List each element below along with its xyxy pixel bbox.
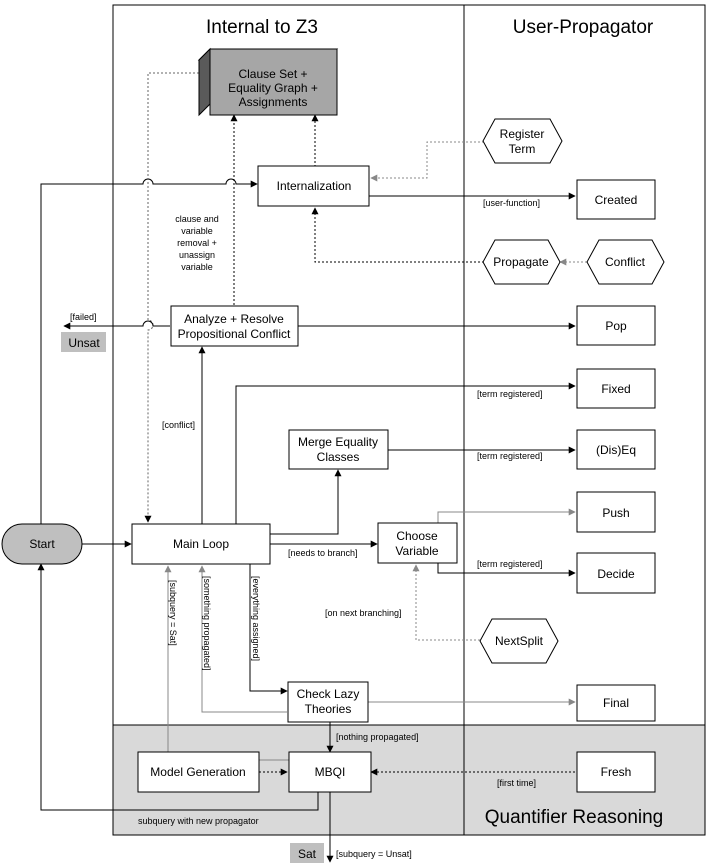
edge-mainloop-merge <box>270 469 342 535</box>
choose-variable-node: Choose Variable <box>377 522 458 564</box>
decide-label: Decide <box>597 567 635 581</box>
push-node: Push <box>576 491 656 533</box>
edge-checklazy-mainloop <box>198 565 287 713</box>
conflict-edge-label: [conflict] <box>162 420 195 430</box>
choose-line2: Variable <box>395 544 438 558</box>
mbqi-label: MBQI <box>315 765 346 779</box>
check-lazy-node: Check Lazy Theories <box>287 681 369 723</box>
nothing-propagated-label: [nothing propagated] <box>336 732 419 742</box>
edge-nextsplit-choose <box>412 564 480 641</box>
model-generation-label: Model Generation <box>150 765 245 779</box>
internalization-label: Internalization <box>277 179 352 193</box>
unsat-node: Unsat <box>61 332 106 352</box>
clause-set-node: Clause Set + Equality Graph + Assignment… <box>197 47 339 117</box>
edge-mainloop-fixed <box>235 382 576 524</box>
check-lazy-line1: Check Lazy <box>297 687 360 701</box>
model-generation-node: Model Generation <box>137 751 260 793</box>
edge-mbqi-start <box>37 563 319 811</box>
everything-assigned-label: [everything assigned] <box>251 576 261 661</box>
clause-removal-label: clause and variable removal + unassign v… <box>166 212 228 274</box>
clause-removal-line1: clause and <box>175 214 219 224</box>
something-propagated-label: [something propagated] <box>202 576 212 671</box>
diseq-node: (Dis)Eq <box>576 429 656 470</box>
edge-choose-push <box>437 508 576 530</box>
subquery-unsat-label: [subquery = Unsat] <box>336 849 412 859</box>
fresh-label: Fresh <box>601 765 632 779</box>
main-loop-label: Main Loop <box>173 537 229 551</box>
register-term-line1: Register <box>500 127 545 141</box>
term-registered-decide-label: [term registered] <box>477 559 543 569</box>
nextsplit-node: NextSplit <box>479 618 559 664</box>
edge-choose-decide <box>437 560 576 577</box>
first-time-label: [first time] <box>497 778 536 788</box>
subquery-new-propagator-label: subquery with new propagator <box>138 816 259 826</box>
start-label: Start <box>29 537 55 551</box>
term-registered-eq-label: [term registered] <box>477 451 543 461</box>
clause-removal-line3: removal + <box>177 238 217 248</box>
user-propagator-panel <box>463 4 706 836</box>
register-term-line2: Term <box>509 142 536 156</box>
internalization-node: Internalization <box>257 165 370 207</box>
main-loop-node: Main Loop <box>131 523 271 565</box>
conflict-node: Conflict <box>586 239 665 285</box>
propagate-node: Propagate <box>482 239 561 285</box>
push-label: Push <box>602 506 629 520</box>
check-lazy-line2: Theories <box>305 702 352 716</box>
conflict-label: Conflict <box>605 255 646 269</box>
analyze-line2: Propositional Conflict <box>178 327 291 341</box>
diseq-label: (Dis)Eq <box>596 443 636 457</box>
quantifier-reasoning-title: Quantifier Reasoning <box>485 807 664 828</box>
mbqi-node: MBQI <box>288 751 372 793</box>
edge-register-internalization <box>370 141 484 182</box>
failed-label: [failed] <box>70 312 97 322</box>
choose-line1: Choose <box>396 529 438 543</box>
fresh-node: Fresh <box>576 751 656 793</box>
needs-to-branch-label: [needs to branch] <box>288 548 358 558</box>
final-label: Final <box>603 696 629 710</box>
nextsplit-label: NextSplit <box>495 634 544 648</box>
clause-set-line3: Assignments <box>239 95 308 109</box>
decide-node: Decide <box>576 552 656 594</box>
sat-node: Sat <box>290 843 324 863</box>
clause-removal-line4: unassign <box>179 250 215 260</box>
clause-set-line2: Equality Graph + <box>228 81 318 95</box>
fixed-label: Fixed <box>601 382 630 396</box>
register-term-node: Register Term <box>482 118 563 164</box>
sat-label: Sat <box>298 847 317 861</box>
analyze-line1: Analyze + Resolve <box>184 312 284 326</box>
fixed-node: Fixed <box>576 368 656 409</box>
pop-node: Pop <box>576 305 656 346</box>
edge-mainloop-checklazy <box>249 564 288 695</box>
merge-line1: Merge Equality <box>298 435 378 449</box>
created-label: Created <box>595 193 638 207</box>
clause-set-line1: Clause Set + <box>238 67 307 81</box>
propagate-label: Propagate <box>493 255 549 269</box>
merge-node: Merge Equality Classes <box>288 429 389 470</box>
clause-removal-line2: variable <box>181 226 213 236</box>
start-node: Start <box>1 523 83 565</box>
term-registered-fixed-label: [term registered] <box>477 389 543 399</box>
edge-clauseset-mainloop <box>144 72 199 523</box>
unsat-label: Unsat <box>68 336 100 350</box>
user-function-label: [user-function] <box>483 198 540 208</box>
merge-line2: Classes <box>317 450 360 464</box>
analyze-node: Analyze + Resolve Propositional Conflict <box>170 305 299 347</box>
user-propagator-title: User-Propagator <box>513 17 654 38</box>
clause-removal-line5: variable <box>181 262 213 272</box>
internal-z3-title: Internal to Z3 <box>206 17 318 38</box>
final-node: Final <box>576 684 656 722</box>
pop-label: Pop <box>605 319 627 333</box>
subquery-sat-label: [subquery = Sat] <box>168 580 178 646</box>
edge-propagate-internalization <box>311 207 484 263</box>
on-next-branching-label: [on next branching] <box>325 608 402 618</box>
created-node: Created <box>576 179 656 220</box>
edge-analyze-unsat <box>63 320 170 330</box>
